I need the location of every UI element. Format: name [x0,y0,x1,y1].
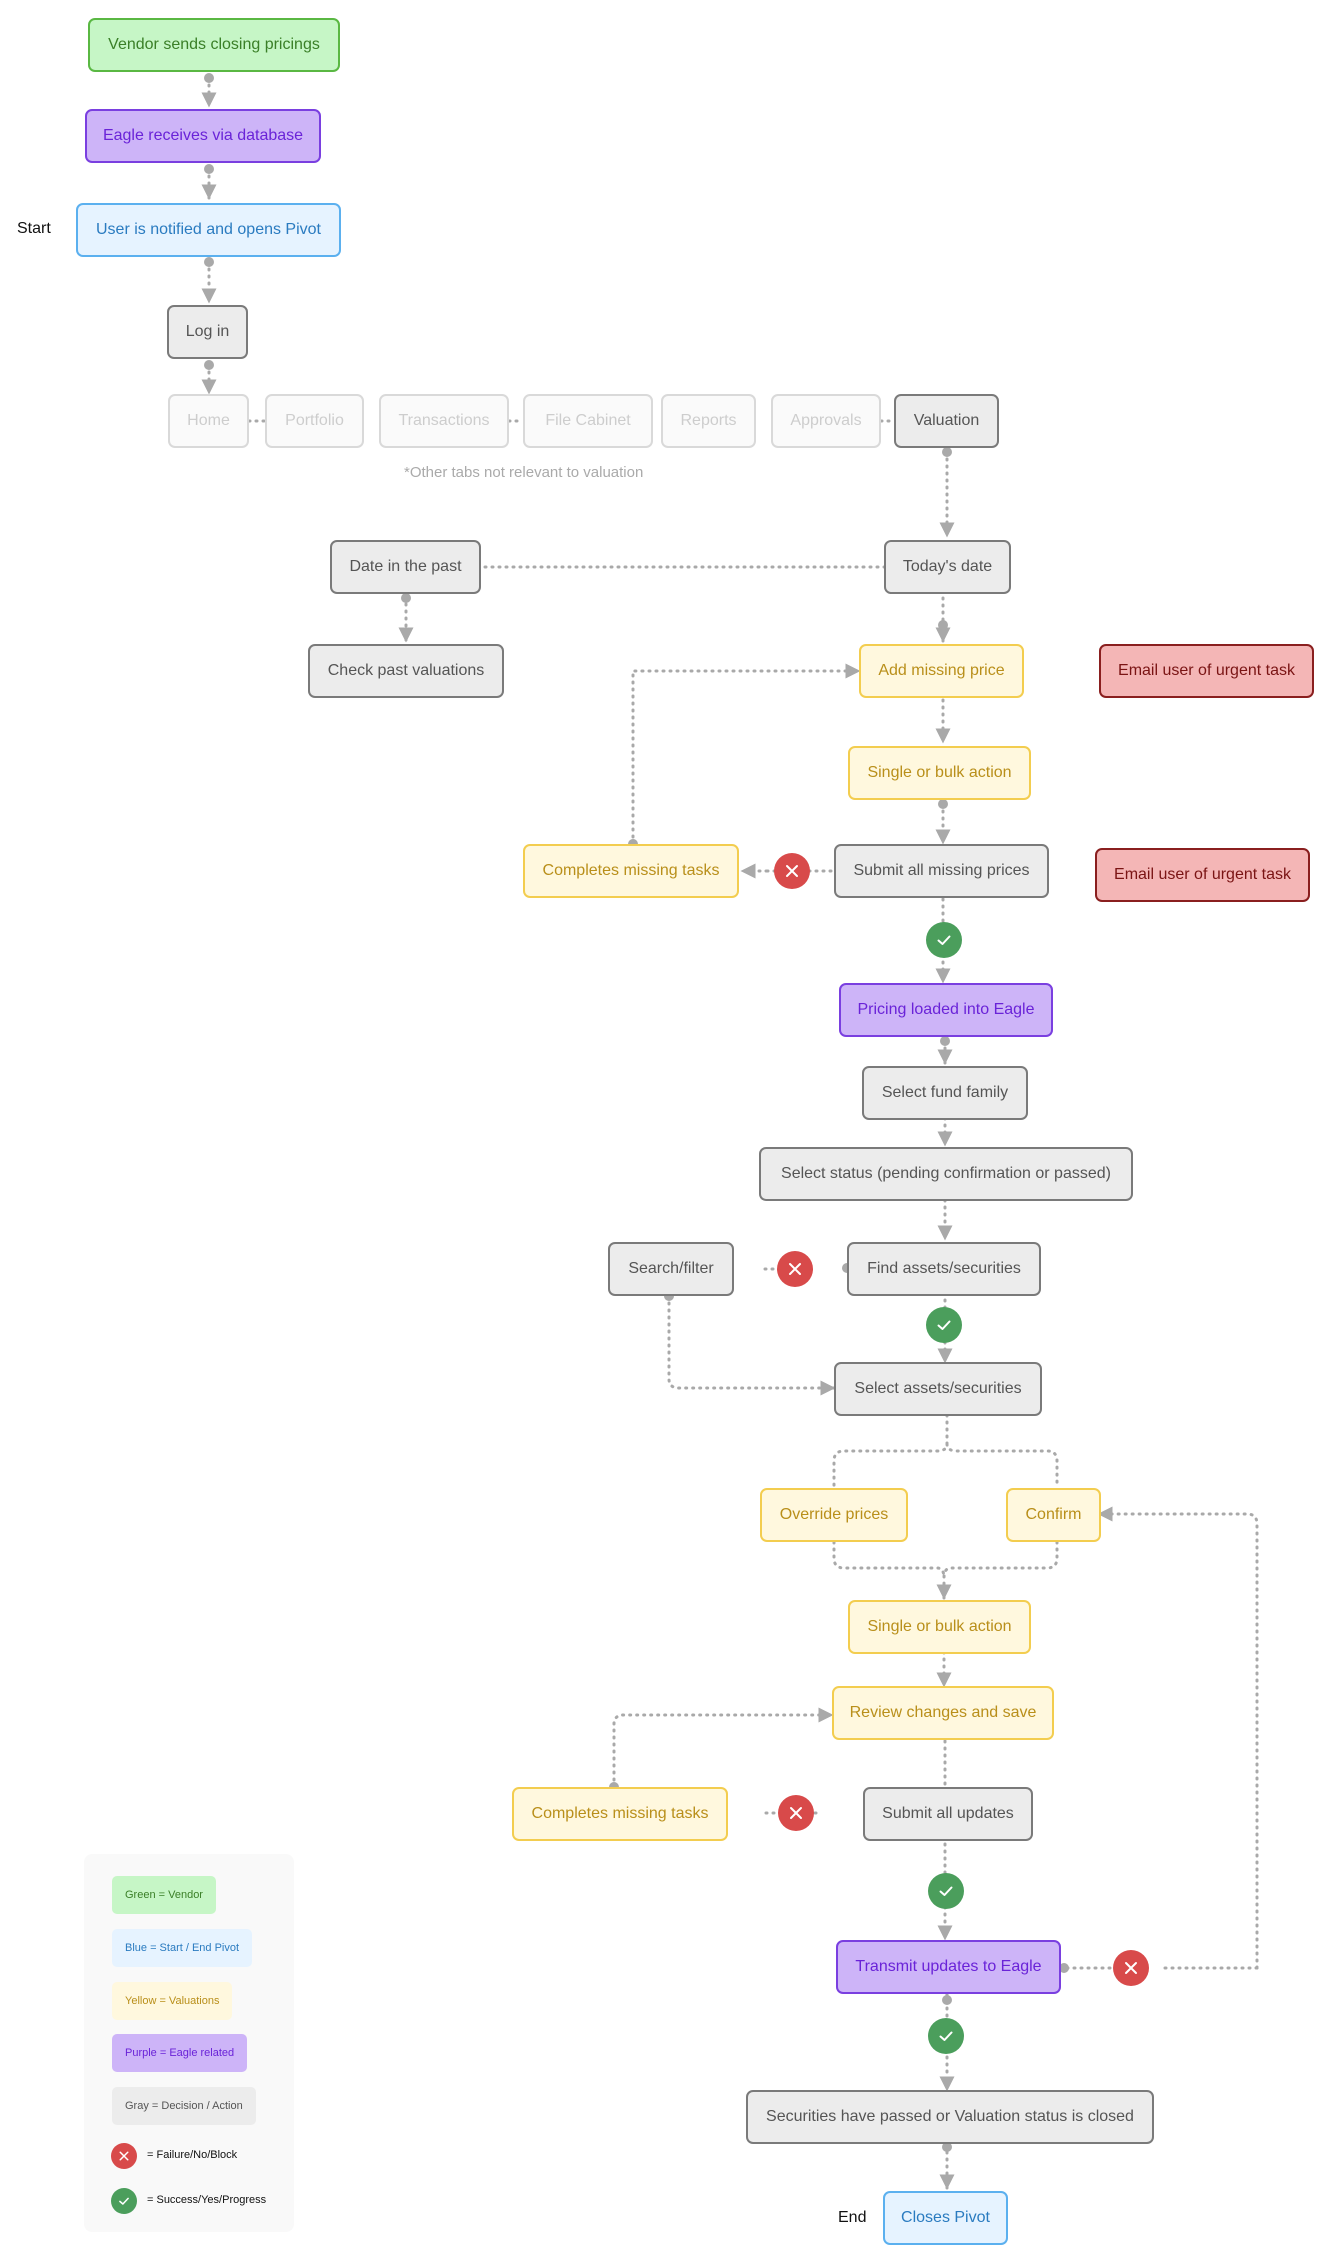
failure-icon [774,853,810,889]
legend-yellow: Yellow = Valuations [112,1982,233,2020]
node-email-urgent-1: Email user of urgent task [1099,644,1314,698]
node-single-bulk-1: Single or bulk action [848,746,1031,800]
legend-purple: Purple = Eagle related [112,2034,248,2072]
node-select-assets: Select assets/securities [834,1362,1042,1416]
node-find-assets: Find assets/securities [847,1242,1041,1296]
legend: Green = Vendor Blue = Start / End Pivot … [84,1854,294,2232]
node-date-past: Date in the past [330,540,481,594]
node-single-bulk-2: Single or bulk action [848,1600,1031,1654]
legend-gray: Gray = Decision / Action [112,2087,256,2125]
success-icon [928,2018,964,2054]
node-transmit-updates: Transmit updates to Eagle [836,1940,1061,1994]
tab-valuation: Valuation [894,394,999,448]
tabs-note: *Other tabs not relevant to valuation [404,464,644,481]
node-log-in: Log in [167,305,248,359]
tab-file-cabinet: File Cabinet [523,394,653,448]
tab-reports: Reports [661,394,756,448]
node-securities-passed: Securities have passed or Valuation stat… [746,2090,1154,2144]
node-confirm: Confirm [1006,1488,1101,1542]
node-completes-tasks-2: Completes missing tasks [512,1787,728,1841]
node-check-past: Check past valuations [308,644,504,698]
node-submit-updates: Submit all updates [863,1787,1033,1841]
success-icon [928,1873,964,1909]
start-label: Start [17,220,51,237]
legend-failure-text: = Failure/No/Block [147,2149,238,2161]
failure-icon [778,1795,814,1831]
node-search-filter: Search/filter [608,1242,734,1296]
node-pricing-loaded: Pricing loaded into Eagle [839,983,1053,1037]
legend-green: Green = Vendor [112,1876,216,1914]
node-user-notified: User is notified and opens Pivot [76,203,341,257]
node-completes-tasks-1: Completes missing tasks [523,844,739,898]
node-closes-pivot: Closes Pivot [883,2191,1008,2245]
failure-icon [777,1251,813,1287]
tab-home: Home [168,394,249,448]
node-review-save: Review changes and save [832,1686,1054,1740]
node-submit-missing: Submit all missing prices [834,844,1049,898]
node-select-status: Select status (pending confirmation or p… [759,1147,1133,1201]
tab-approvals: Approvals [771,394,881,448]
node-eagle-receives: Eagle receives via database [85,109,321,163]
failure-icon [1113,1950,1149,1986]
node-todays-date: Today's date [884,540,1011,594]
tab-portfolio: Portfolio [265,394,364,448]
failure-icon [111,2143,137,2169]
success-icon [926,922,962,958]
node-add-missing-price: Add missing price [859,644,1024,698]
node-vendor-sends: Vendor sends closing pricings [88,18,340,72]
node-override-prices: Override prices [760,1488,908,1542]
legend-blue: Blue = Start / End Pivot [112,1929,253,1967]
tab-transactions: Transactions [379,394,509,448]
success-icon [926,1307,962,1343]
node-email-urgent-2: Email user of urgent task [1095,848,1310,902]
legend-success-text: = Success/Yes/Progress [147,2194,267,2206]
success-icon [111,2188,137,2214]
end-label: End [838,2209,867,2226]
node-select-fund: Select fund family [862,1066,1028,1120]
